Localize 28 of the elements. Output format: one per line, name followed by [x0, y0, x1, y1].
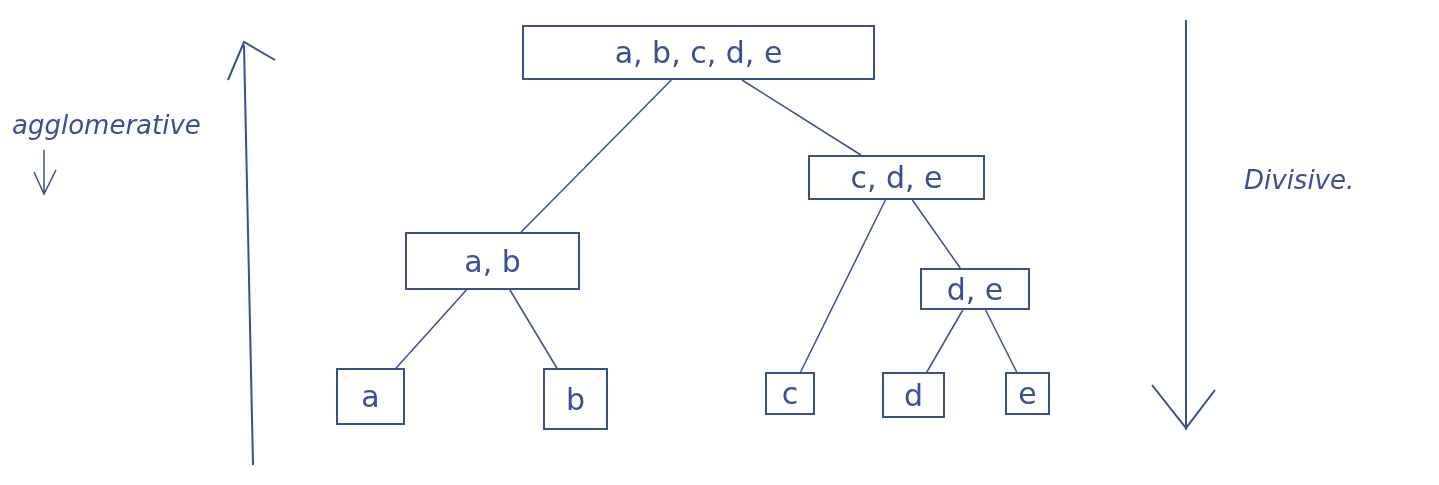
node-label: d	[903, 377, 923, 413]
cluster-box	[405, 232, 580, 290]
connector-line	[799, 199, 887, 373]
connector-line	[520, 79, 673, 233]
node-label: a, b, c, d, e	[614, 35, 783, 70]
connector-line	[926, 309, 964, 373]
cluster-box	[543, 368, 608, 430]
connector-line	[911, 199, 961, 269]
cluster-box	[765, 372, 815, 415]
axis-label: Divisive.	[1244, 165, 1355, 195]
connector-line	[984, 309, 1018, 373]
node-label: e	[1018, 376, 1037, 411]
connector-line	[741, 79, 862, 156]
node-label: a, b	[464, 243, 521, 279]
cluster-box	[1005, 372, 1050, 415]
axis-label: agglomerative	[12, 110, 201, 140]
cluster-box	[522, 25, 875, 80]
cluster-box	[808, 155, 985, 200]
cluster-box	[920, 268, 1030, 310]
cluster-box	[882, 372, 945, 418]
connector-line	[395, 289, 468, 369]
connector-line	[509, 289, 558, 369]
cluster-box	[336, 368, 405, 425]
node-label: d, e	[946, 271, 1004, 307]
node-label: a	[361, 379, 380, 414]
node-label: c	[781, 376, 799, 411]
node-label: c, d, e	[850, 160, 943, 195]
node-label: b	[565, 381, 585, 417]
